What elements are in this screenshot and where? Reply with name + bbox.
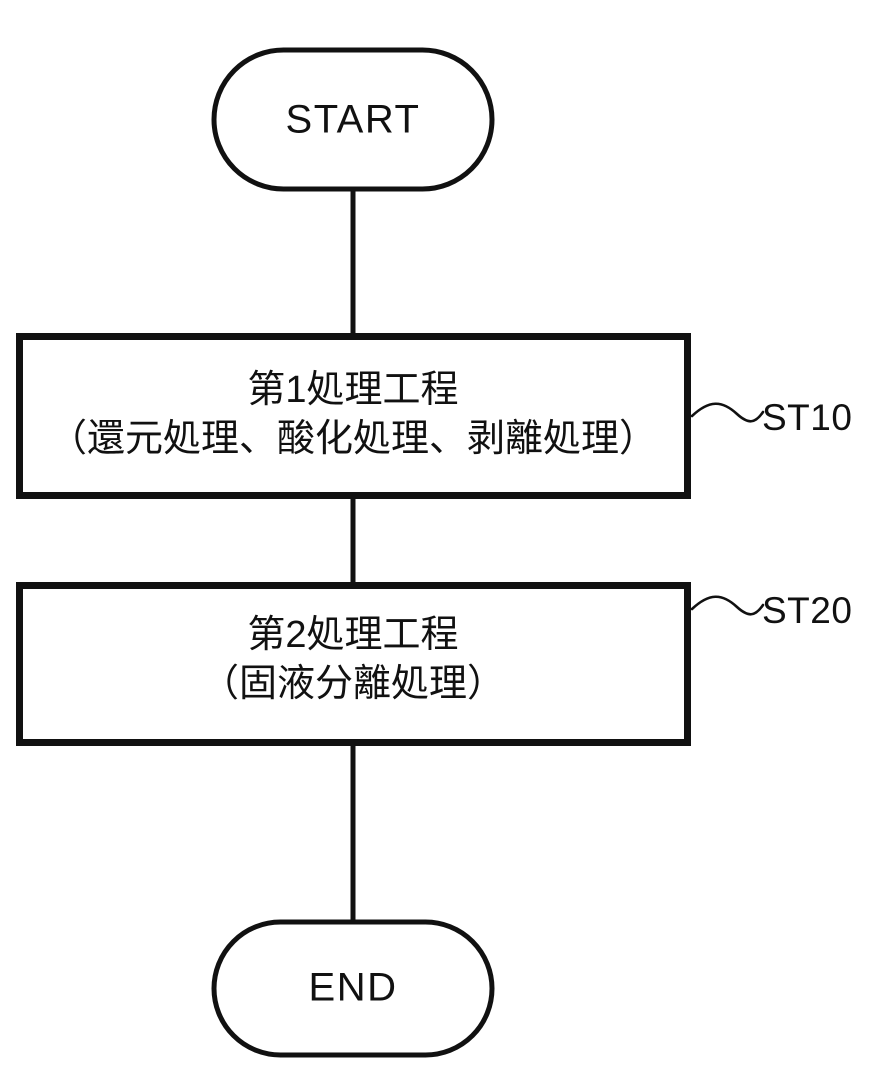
node-end[interactable]: END xyxy=(211,919,495,1058)
end-terminator-shape xyxy=(211,919,495,1058)
st20-step-tag: ST20 xyxy=(762,590,852,631)
st10-callout: ST10 xyxy=(690,397,852,438)
node-start[interactable]: START xyxy=(211,47,495,192)
st10-step-tag: ST10 xyxy=(762,397,852,438)
st10-process-shape xyxy=(16,333,691,499)
node-st20[interactable]: 第2処理工程 （固液分離処理） xyxy=(16,582,691,746)
st20-label-line1: 第2処理工程 xyxy=(247,614,458,656)
st20-label-line2: （固液分離処理） xyxy=(201,663,505,705)
st20-process-shape xyxy=(16,582,691,746)
end-label: END xyxy=(309,966,398,1010)
st10-label-line1: 第1処理工程 xyxy=(247,369,458,411)
st20-leader-line xyxy=(690,595,765,616)
node-st10[interactable]: 第1処理工程 （還元処理、酸化処理、剥離処理） xyxy=(16,333,691,499)
st10-label-line2: （還元処理、酸化処理、剥離処理） xyxy=(49,418,657,460)
st20-callout: ST20 xyxy=(690,590,852,631)
st10-leader-line xyxy=(690,402,765,423)
start-label: START xyxy=(286,98,421,142)
